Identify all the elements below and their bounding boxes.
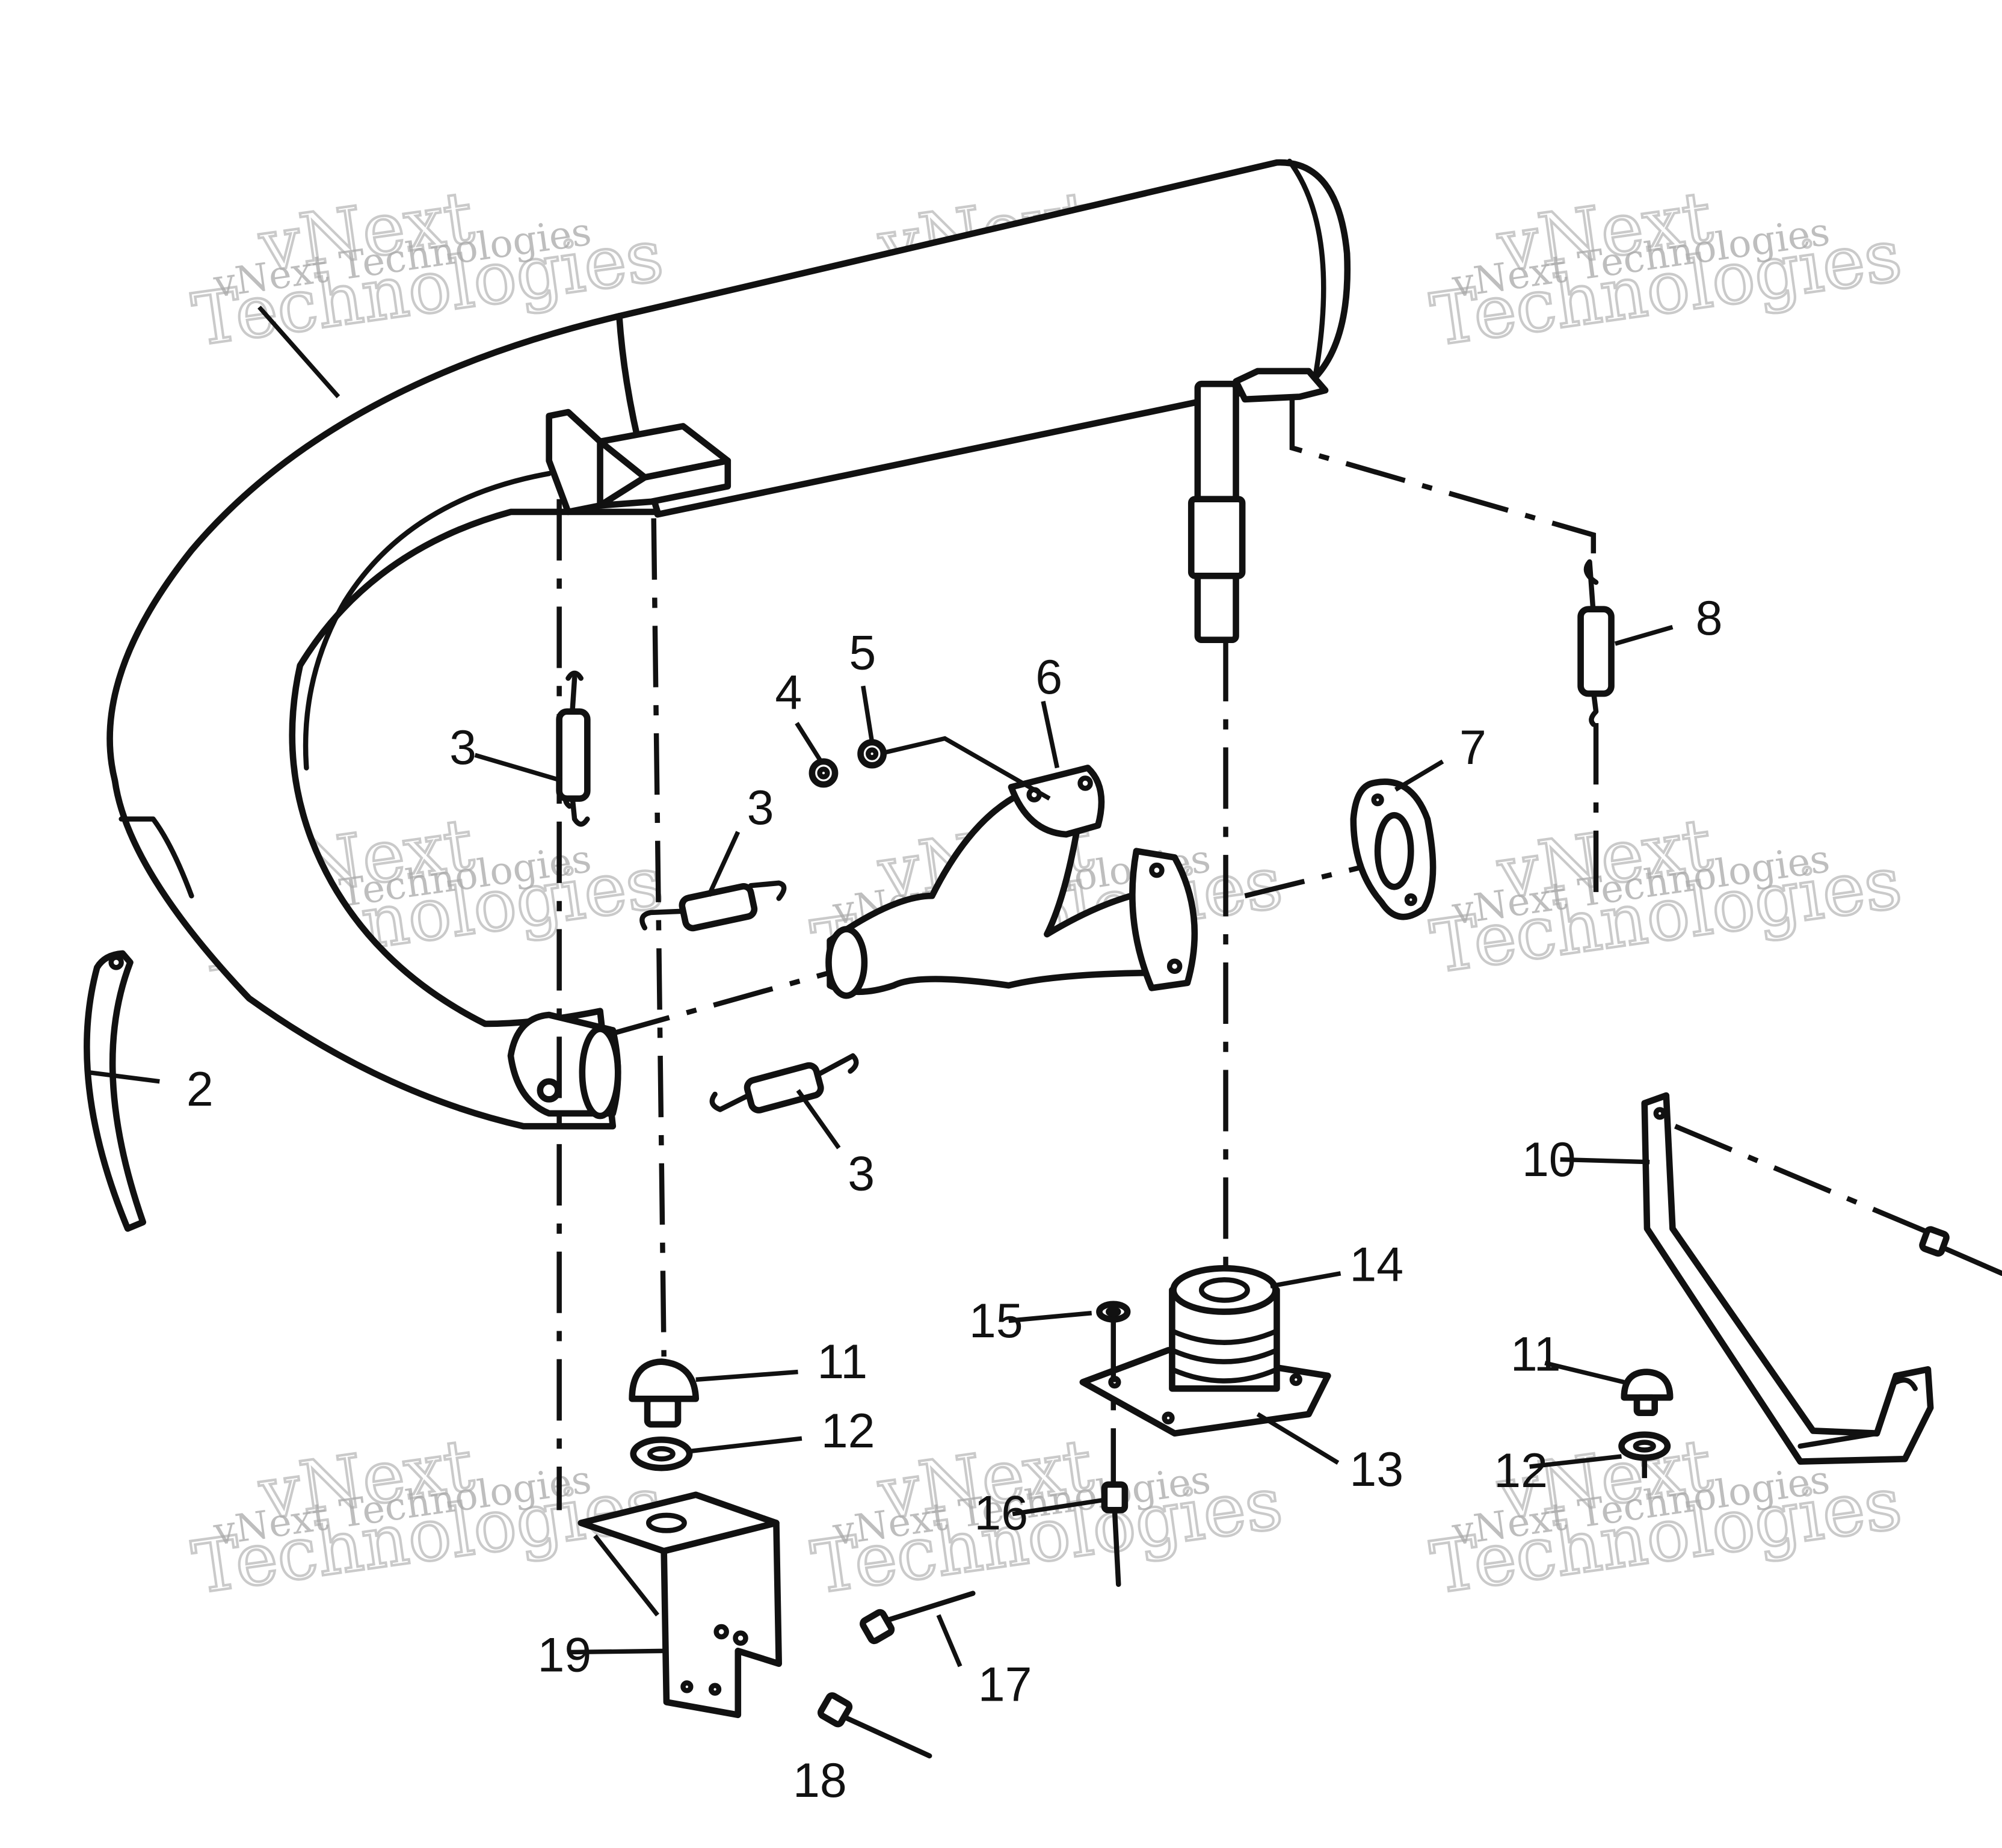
callout-12: 12	[1494, 1444, 1548, 1498]
rivet	[1919, 1226, 2002, 1277]
watermark: Technologies vNext vNext Technologies	[186, 175, 669, 364]
callout-18: 18	[793, 1754, 847, 1808]
leader-lines	[89, 306, 1674, 1668]
rubber-bumper	[629, 1358, 700, 1428]
rubber-isolator	[1169, 1264, 1280, 1392]
callout-8: 8	[1696, 591, 1723, 645]
washer	[1618, 1431, 1671, 1461]
rubber-bumper	[1621, 1369, 1674, 1416]
gasket	[1350, 778, 1437, 920]
callout-11: 11	[1511, 1327, 1561, 1381]
spring	[709, 1053, 859, 1113]
assembly-lines	[556, 396, 1927, 1511]
washer	[630, 1437, 693, 1471]
support-bracket	[1641, 1092, 1934, 1465]
spring	[1577, 559, 1615, 727]
washer	[1096, 1301, 1131, 1323]
callout-19: 19	[538, 1628, 592, 1682]
y-pipe	[825, 765, 1198, 999]
callout-16: 16	[974, 1486, 1028, 1540]
callout-10: 10	[1522, 1133, 1576, 1187]
callout-3: 3	[848, 1147, 875, 1201]
callout-12: 12	[821, 1404, 875, 1458]
callout-13: 13	[1349, 1443, 1403, 1497]
nut	[808, 758, 839, 788]
strap	[84, 950, 147, 1232]
callout-17: 17	[978, 1657, 1032, 1711]
callout-14: 14	[1349, 1237, 1403, 1292]
rivet	[818, 1692, 932, 1759]
callout-7: 7	[1459, 721, 1486, 775]
callout-3: 3	[449, 721, 476, 775]
callout-11: 11	[817, 1335, 867, 1389]
callout-numbers: 2 3 3 3 4 5 6 7 8 10 11 11 12 12 13 14 1…	[186, 591, 1723, 1808]
rivet	[860, 1591, 976, 1645]
watermark: Technologies vNext vNext Technologies	[1425, 802, 1908, 991]
spring	[556, 670, 591, 827]
mounting-bracket	[578, 1491, 782, 1719]
callout-5: 5	[849, 626, 876, 680]
callout-15: 15	[969, 1294, 1023, 1348]
muffler-pipe	[106, 158, 1351, 1130]
watermark: Technologies vNext vNext Technologies	[1425, 175, 1908, 364]
callout-2: 2	[186, 1062, 214, 1116]
callout-3: 3	[747, 781, 774, 835]
spring	[639, 880, 787, 932]
washer	[857, 739, 887, 769]
callout-4: 4	[775, 666, 802, 720]
watermark: Technologies vNext vNext Technologies	[186, 1423, 669, 1612]
callout-6: 6	[1035, 650, 1062, 704]
